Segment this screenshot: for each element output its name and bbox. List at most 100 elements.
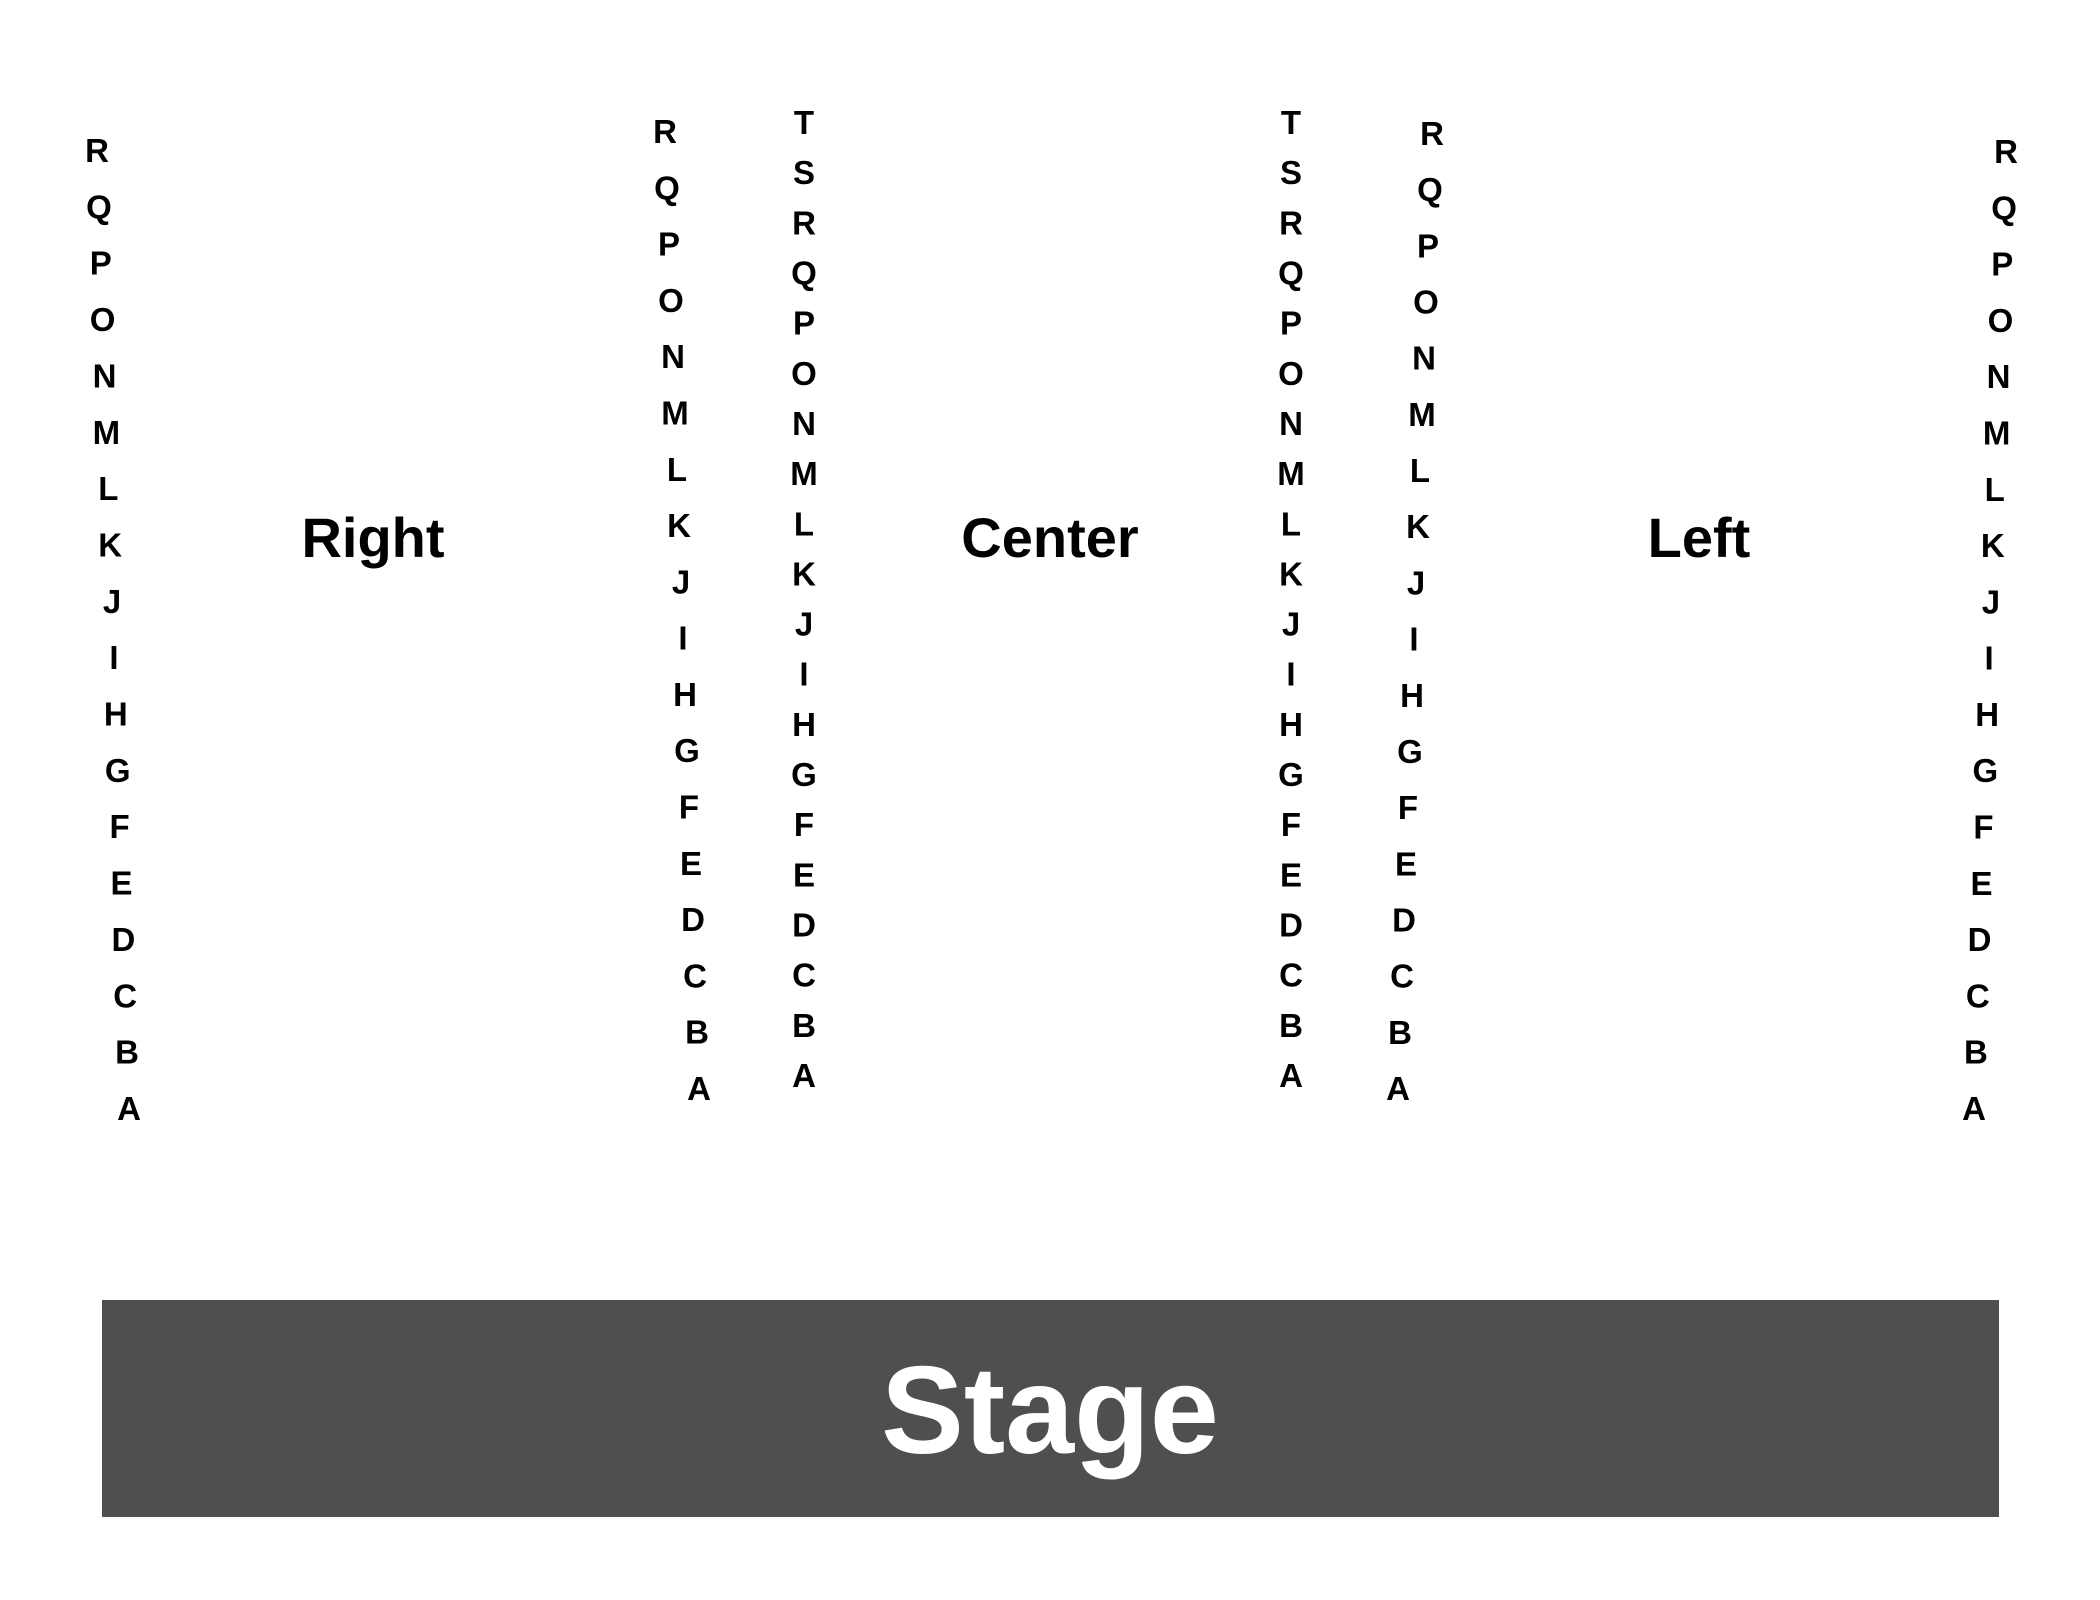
row-label-center-right-n: N xyxy=(792,405,816,442)
row-label-left-inner-m: M xyxy=(1408,396,1436,433)
section-label-left: Left xyxy=(1648,506,1751,569)
row-label-center-right-q: Q xyxy=(791,255,817,292)
row-label-right-inner-j: J xyxy=(672,563,690,600)
row-label-right-outer-a: A xyxy=(117,1090,141,1127)
row-label-right-inner-g: G xyxy=(674,732,700,769)
row-label-left-outer-d: D xyxy=(1968,921,1992,958)
row-label-left-outer-f: F xyxy=(1973,809,1993,846)
row-label-left-outer-l: L xyxy=(1985,471,2005,508)
row-label-right-inner-q: Q xyxy=(654,169,680,206)
row-label-center-right-a: A xyxy=(792,1057,816,1094)
row-label-left-outer-b: B xyxy=(1964,1034,1988,1071)
row-label-right-outer-o: O xyxy=(90,301,116,338)
row-label-left-outer-j: J xyxy=(1982,583,2000,620)
row-label-right-outer-h: H xyxy=(104,696,128,733)
row-label-left-inner-f: F xyxy=(1398,789,1418,826)
row-label-left-inner-n: N xyxy=(1412,340,1436,377)
row-label-right-outer-g: G xyxy=(105,752,131,789)
stage-block xyxy=(102,1300,1999,1517)
row-label-center-right-s: S xyxy=(793,154,815,191)
row-label-left-outer-g: G xyxy=(1972,752,1998,789)
row-label-center-left-r: R xyxy=(1279,204,1303,241)
row-label-center-left-d: D xyxy=(1279,907,1303,944)
row-label-right-outer-p: P xyxy=(90,245,112,282)
row-label-center-right-l: L xyxy=(794,505,814,542)
section-label-center: Center xyxy=(961,506,1138,569)
row-label-center-right-j: J xyxy=(795,606,813,643)
row-label-center-left-i: I xyxy=(1286,656,1295,693)
row-label-left-inner-q: Q xyxy=(1417,171,1443,208)
row-label-right-outer-k: K xyxy=(98,527,122,564)
row-label-center-left-k: K xyxy=(1279,555,1303,592)
row-label-center-right-o: O xyxy=(791,355,817,392)
row-label-right-outer-e: E xyxy=(110,865,132,902)
row-label-left-inner-r: R xyxy=(1420,115,1444,152)
row-label-center-right-c: C xyxy=(792,957,816,994)
row-label-right-inner-c: C xyxy=(683,957,707,994)
row-label-right-outer-q: Q xyxy=(86,188,112,225)
row-label-left-inner-l: L xyxy=(1410,452,1430,489)
row-label-right-inner-h: H xyxy=(673,676,697,713)
row-label-right-inner-l: L xyxy=(667,451,687,488)
row-label-center-left-h: H xyxy=(1279,706,1303,743)
row-label-center-right-p: P xyxy=(793,305,815,342)
row-label-left-inner-a: A xyxy=(1386,1070,1410,1107)
row-label-right-inner-b: B xyxy=(685,1014,709,1051)
row-label-right-outer-l: L xyxy=(98,470,118,507)
row-label-right-outer-b: B xyxy=(115,1034,139,1071)
row-label-left-inner-i: I xyxy=(1409,621,1418,658)
row-label-center-right-k: K xyxy=(792,555,816,592)
row-label-right-outer-d: D xyxy=(111,921,135,958)
row-label-center-right-e: E xyxy=(793,856,815,893)
row-label-center-right-i: I xyxy=(799,656,808,693)
row-label-center-right-m: M xyxy=(790,455,818,492)
row-label-right-outer-i: I xyxy=(109,639,118,676)
row-label-center-left-a: A xyxy=(1279,1057,1303,1094)
row-label-left-inner-b: B xyxy=(1388,1014,1412,1051)
row-label-left-inner-c: C xyxy=(1390,958,1414,995)
row-label-right-outer-m: M xyxy=(93,414,121,451)
row-label-left-outer-o: O xyxy=(1988,302,2014,339)
row-label-center-right-b: B xyxy=(792,1007,816,1044)
row-label-left-inner-g: G xyxy=(1397,733,1423,770)
section-label-right: Right xyxy=(301,506,444,569)
row-label-left-inner-p: P xyxy=(1417,227,1439,264)
row-label-center-left-b: B xyxy=(1279,1007,1303,1044)
row-label-right-inner-o: O xyxy=(658,282,684,319)
row-label-center-left-j: J xyxy=(1282,606,1300,643)
row-label-left-outer-h: H xyxy=(1975,696,1999,733)
row-label-left-outer-q: Q xyxy=(1991,189,2017,226)
row-label-left-inner-o: O xyxy=(1413,284,1439,321)
row-label-left-inner-j: J xyxy=(1407,564,1425,601)
row-label-left-outer-p: P xyxy=(1991,246,2013,283)
row-label-center-left-t: T xyxy=(1281,104,1301,141)
row-label-center-left-q: Q xyxy=(1278,255,1304,292)
stage-label: Stage xyxy=(881,1342,1219,1480)
row-label-right-outer-r: R xyxy=(85,132,109,169)
row-label-right-inner-p: P xyxy=(658,226,680,263)
row-label-left-outer-r: R xyxy=(1994,133,2018,170)
row-label-center-left-o: O xyxy=(1278,355,1304,392)
row-label-right-inner-d: D xyxy=(681,901,705,938)
row-label-center-left-l: L xyxy=(1281,505,1301,542)
row-label-left-outer-a: A xyxy=(1962,1090,1986,1127)
row-label-center-left-g: G xyxy=(1278,756,1304,793)
row-label-right-outer-f: F xyxy=(110,808,130,845)
row-label-left-inner-h: H xyxy=(1400,677,1424,714)
row-label-center-right-h: H xyxy=(792,706,816,743)
row-label-left-inner-e: E xyxy=(1395,845,1417,882)
row-label-right-outer-j: J xyxy=(103,583,121,620)
row-label-center-left-f: F xyxy=(1281,806,1301,843)
row-label-right-inner-m: M xyxy=(661,395,689,432)
row-label-left-outer-n: N xyxy=(1987,358,2011,395)
row-label-center-right-g: G xyxy=(791,756,817,793)
row-label-right-inner-n: N xyxy=(661,338,685,375)
row-label-left-outer-c: C xyxy=(1966,977,1990,1014)
row-label-right-inner-i: I xyxy=(678,620,687,657)
row-label-center-left-p: P xyxy=(1280,305,1302,342)
